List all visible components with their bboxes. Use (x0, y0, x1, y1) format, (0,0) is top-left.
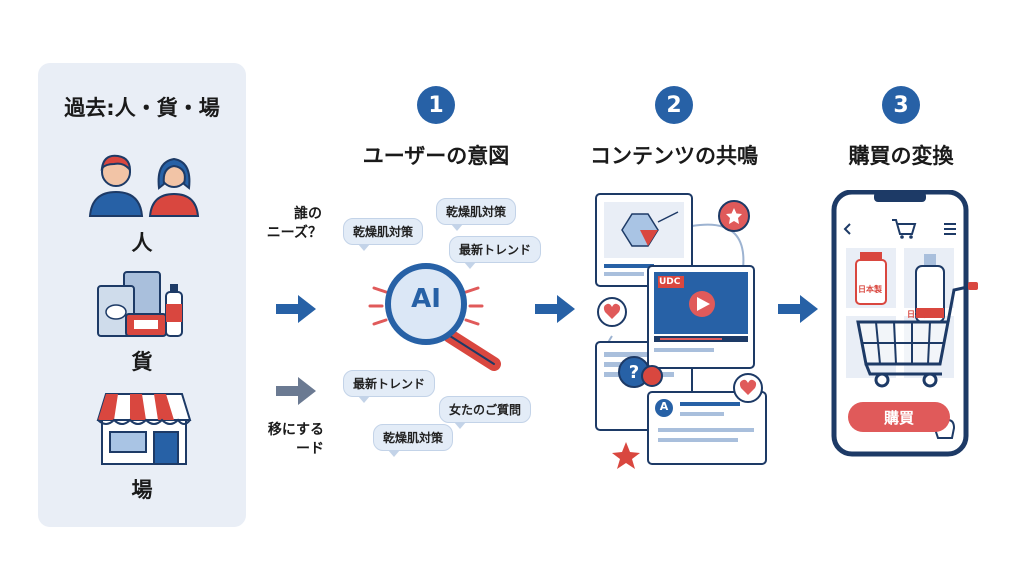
step-1-number: 1 (417, 86, 455, 124)
arrow-right-icon-3 (778, 295, 818, 323)
keyword-bubble: 最新トレンド (343, 370, 436, 403)
arrow-right-gray-icon (276, 377, 316, 405)
left-panel-title: 過去:人・貨・場 (64, 96, 220, 120)
people-label: 人 (131, 231, 153, 255)
side-note-bottom-line-1: 移にする (267, 422, 324, 438)
people-icon (88, 154, 200, 217)
side-note-bottom-line-2: ード (296, 441, 324, 457)
arrow-right-icon (276, 295, 316, 323)
step-2-number: 2 (655, 86, 693, 124)
side-note-top: 誰の ニーズ？ (258, 205, 322, 243)
product-label-1: 日本製 (858, 285, 882, 294)
step-3-title: 購買の変換 (848, 144, 954, 168)
step-3-number: 3 (882, 86, 920, 124)
buy-button[interactable]: 購買 (848, 402, 950, 432)
step-2-title: コンテンツの共鳴 (590, 144, 758, 168)
step-1-title: ユーザーの意図 (362, 144, 510, 168)
store-icon (96, 393, 192, 465)
products-icon (97, 271, 183, 337)
keyword-bubble: 乾燥肌対策 (373, 424, 454, 457)
arrow-right-icon-2 (535, 295, 575, 323)
keyword-bubble: 乾燥肌対策 (436, 198, 517, 231)
keyword-bubble: 乾燥肌対策 (343, 218, 424, 251)
keyword-bubble: 女たのご質問 (439, 396, 532, 429)
keyword-bubble: 最新トレンド (449, 236, 542, 269)
phone-icon (831, 190, 978, 457)
magnifier-icon (368, 263, 501, 371)
side-note-bottom: 移にする ード (254, 421, 324, 459)
side-note-top-line-1: 誰の (294, 206, 322, 222)
question-mark: ? (628, 362, 640, 383)
ai-label: AI (411, 284, 441, 314)
product-label-2: 日本製 (907, 310, 931, 319)
side-note-top-line-2: ニーズ？ (266, 225, 322, 241)
content-collage (595, 193, 767, 469)
goods-label: 貨 (131, 350, 153, 374)
place-label: 場 (131, 478, 153, 502)
article-avatar: A (659, 400, 669, 413)
video-badge: UDC (659, 277, 681, 287)
